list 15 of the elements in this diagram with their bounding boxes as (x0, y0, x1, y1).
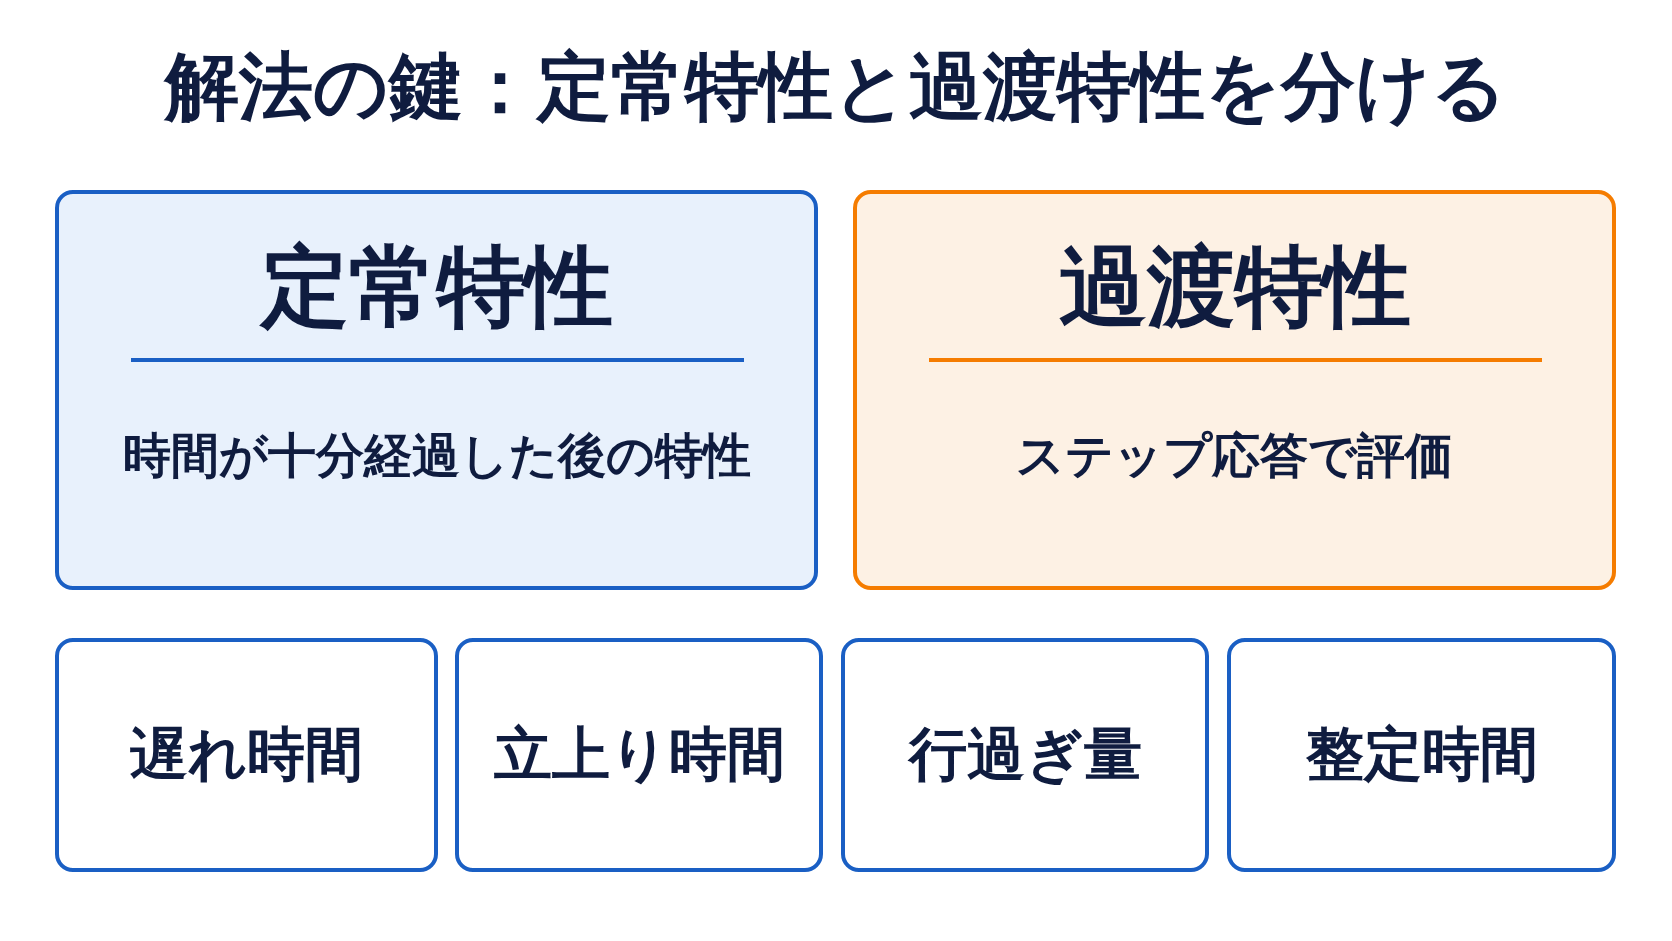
term-label: 整定時間 (1305, 719, 1538, 790)
panel-description: 時間が十分経過した後の特性 (121, 426, 752, 485)
term-box (841, 638, 1209, 872)
category-panel (853, 190, 1616, 590)
term-box (1227, 638, 1616, 872)
panel-description: ステップ応答で評価 (1015, 426, 1454, 485)
term-label: 立上り時間 (493, 719, 785, 790)
title: 解法の鍵：定常特性と過渡特性を分ける (162, 42, 1508, 131)
term-label: 遅れ時間 (130, 719, 363, 790)
term-box (455, 638, 823, 872)
term-box (55, 638, 438, 872)
category-panel (55, 190, 818, 590)
panel-heading: 定常特性 (258, 234, 614, 340)
term-label: 行過ぎ量 (908, 719, 1142, 790)
panel-heading: 過渡特性 (1057, 234, 1412, 340)
